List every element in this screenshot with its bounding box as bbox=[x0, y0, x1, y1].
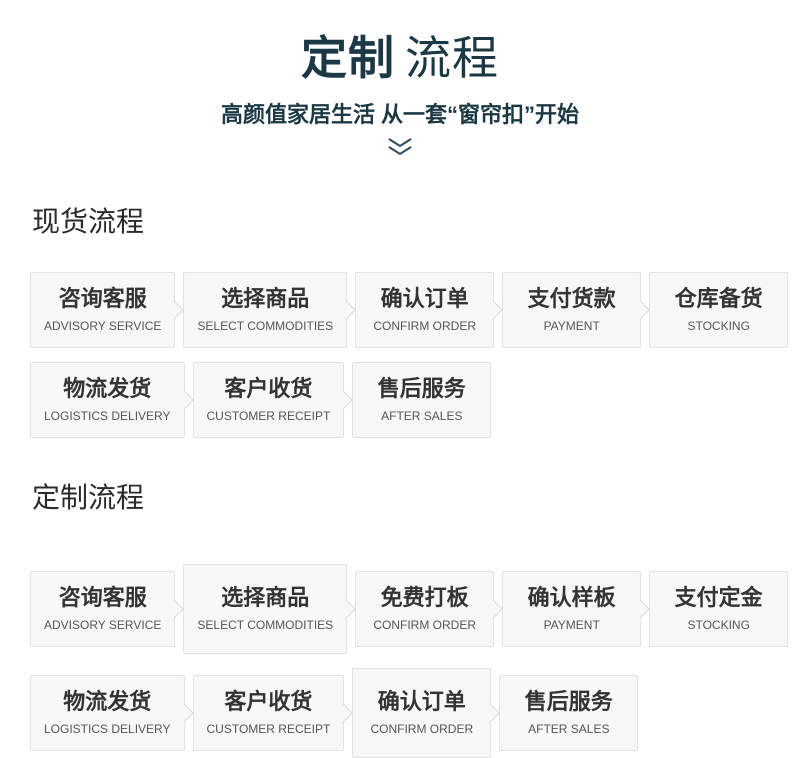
process-step: 支付货款 PAYMENT bbox=[502, 271, 642, 348]
step-title-cn: 选择商品 bbox=[221, 585, 310, 611]
section-custom-process: 定制流程 咨询客服 ADVISORY SERVICE 选择商品 SELECT COMM… bbox=[0, 476, 800, 758]
step-title-cn: 选择商品 bbox=[221, 286, 310, 312]
process-step: 确认订单 CONFIRM ORDER bbox=[352, 667, 492, 758]
step-title-cn: 支付货款 bbox=[527, 286, 616, 312]
process-step: 客户收货 CUSTOMER RECEIPT bbox=[192, 674, 345, 751]
step-subtitle-en: AFTER SALES bbox=[528, 721, 610, 736]
process-step: 售后服务 AFTER SALES bbox=[352, 361, 492, 438]
process-step: 确认样板 PAYMENT bbox=[502, 570, 642, 647]
step-subtitle-en: CUSTOMER RECEIPT bbox=[206, 721, 331, 736]
step-subtitle-en: PAYMENT bbox=[543, 318, 600, 333]
step-title-cn: 咨询客服 bbox=[58, 286, 147, 312]
page-subtitle: 高颜值家居生活 从一套“窗帘扣”开始 bbox=[220, 101, 580, 127]
step-subtitle-en: ADVISORY SERVICE bbox=[44, 617, 162, 632]
step-title-cn: 咨询客服 bbox=[58, 585, 147, 611]
process-step: 支付定金 STOCKING bbox=[649, 570, 789, 647]
process-step: 选择商品 SELECT COMMODITIES bbox=[183, 271, 348, 348]
page-header: 定制流程 高颜值家居生活 从一套“窗帘扣”开始 bbox=[0, 0, 800, 162]
step-title-cn: 物流发货 bbox=[63, 376, 152, 402]
step-subtitle-en: CONFIRM ORDER bbox=[370, 721, 474, 736]
step-title-cn: 免费打板 bbox=[380, 585, 469, 611]
step-subtitle-en: CONFIRM ORDER bbox=[373, 318, 477, 333]
step-subtitle-en: LOGISTICS DELIVERY bbox=[44, 408, 171, 423]
process-step: 咨询客服 ADVISORY SERVICE bbox=[30, 271, 176, 348]
step-subtitle-en: STOCKING bbox=[687, 617, 750, 632]
process-row: 物流发货 LOGISTICS DELIVERY 客户收货 CUSTOMER RECEI… bbox=[30, 667, 800, 758]
step-title-cn: 仓库备货 bbox=[674, 286, 763, 312]
step-title-cn: 售后服务 bbox=[524, 689, 613, 715]
step-subtitle-en: CONFIRM ORDER bbox=[373, 617, 477, 632]
process-step: 免费打板 CONFIRM ORDER bbox=[355, 570, 495, 647]
page-title-bold: 定制 bbox=[301, 32, 395, 84]
process-row: 咨询客服 ADVISORY SERVICE 选择商品 SELECT COMMODITI… bbox=[30, 271, 800, 348]
page-title-light: 流程 bbox=[405, 32, 499, 84]
step-title-cn: 确认订单 bbox=[377, 689, 466, 715]
section-heading-custom: 定制流程 bbox=[32, 481, 145, 513]
step-title-cn: 确认样板 bbox=[527, 585, 616, 611]
step-title-cn: 确认订单 bbox=[380, 286, 469, 312]
process-step: 仓库备货 STOCKING bbox=[649, 271, 789, 348]
step-subtitle-en: STOCKING bbox=[687, 318, 750, 333]
step-subtitle-en: LOGISTICS DELIVERY bbox=[44, 721, 171, 736]
process-step: 物流发货 LOGISTICS DELIVERY bbox=[30, 674, 185, 751]
double-chevron-down-icon bbox=[385, 137, 415, 162]
step-title-cn: 客户收货 bbox=[224, 376, 313, 402]
process-step: 确认订单 CONFIRM ORDER bbox=[355, 271, 495, 348]
process-step: 售后服务 AFTER SALES bbox=[499, 674, 639, 751]
process-step: 物流发货 LOGISTICS DELIVERY bbox=[30, 361, 185, 438]
process-step: 选择商品 SELECT COMMODITIES bbox=[183, 563, 348, 654]
step-subtitle-en: PAYMENT bbox=[543, 617, 600, 632]
step-title-cn: 客户收货 bbox=[224, 689, 313, 715]
step-title-cn: 物流发货 bbox=[63, 689, 152, 715]
process-step: 客户收货 CUSTOMER RECEIPT bbox=[192, 361, 345, 438]
step-subtitle-en: AFTER SALES bbox=[381, 408, 463, 423]
step-subtitle-en: SELECT COMMODITIES bbox=[197, 617, 334, 632]
step-subtitle-en: CUSTOMER RECEIPT bbox=[206, 408, 331, 423]
step-title-cn: 售后服务 bbox=[377, 376, 466, 402]
section-stock-process: 现货流程 咨询客服 ADVISORY SERVICE 选择商品 SELECT COMM… bbox=[0, 200, 800, 438]
process-step: 咨询客服 ADVISORY SERVICE bbox=[30, 570, 176, 647]
step-subtitle-en: SELECT COMMODITIES bbox=[197, 318, 334, 333]
process-row: 咨询客服 ADVISORY SERVICE 选择商品 SELECT COMMODITI… bbox=[30, 563, 800, 654]
step-subtitle-en: ADVISORY SERVICE bbox=[44, 318, 162, 333]
section-heading-stock: 现货流程 bbox=[32, 205, 145, 237]
step-title-cn: 支付定金 bbox=[674, 585, 763, 611]
process-row: 物流发货 LOGISTICS DELIVERY 客户收货 CUSTOMER RECEI… bbox=[30, 361, 800, 438]
page-title: 定制流程 bbox=[0, 30, 800, 88]
